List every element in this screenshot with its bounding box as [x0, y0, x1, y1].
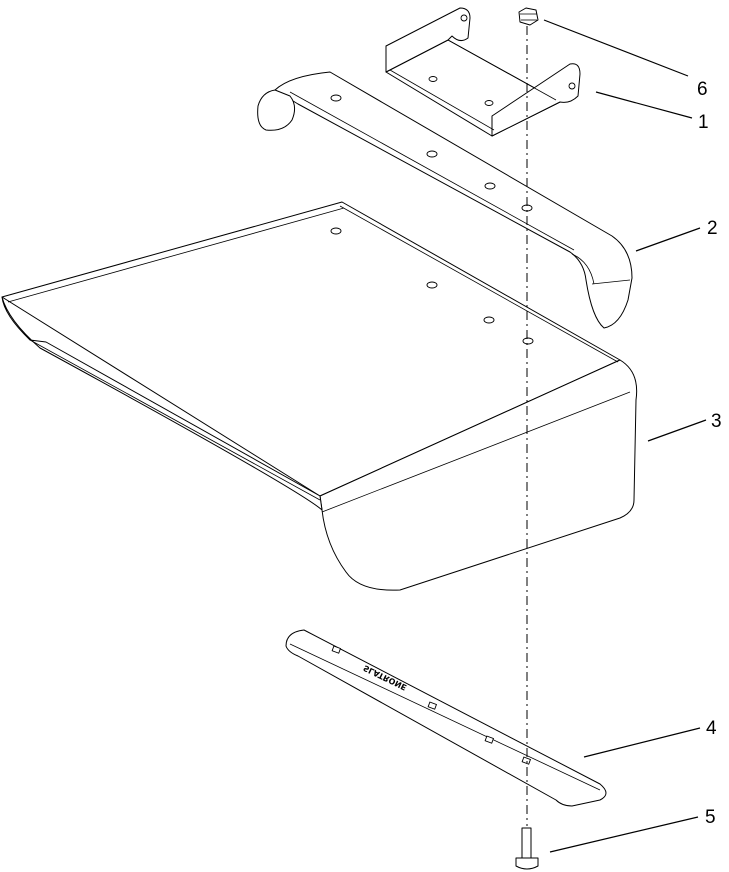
leader-line-3 — [647, 419, 707, 442]
part-2-curved-bracket — [257, 71, 633, 329]
callout-4: 4 — [706, 718, 717, 739]
hole — [484, 182, 496, 190]
hole — [426, 281, 438, 289]
part-5-bolt — [515, 827, 539, 870]
part-3-deflector — [1, 201, 638, 591]
leader-line-6 — [543, 19, 689, 77]
leader-line-1 — [595, 91, 693, 119]
square-hole — [331, 645, 342, 654]
leader-line-5 — [549, 816, 699, 853]
callout-1: 1 — [698, 112, 709, 133]
part-4-flat-plate: SLATRONE — [285, 629, 607, 807]
hole — [428, 76, 438, 82]
hole — [483, 316, 495, 324]
hole — [484, 100, 494, 106]
hole — [330, 227, 342, 235]
square-hole — [484, 735, 495, 744]
hole — [426, 150, 438, 158]
leader-line-4 — [583, 727, 701, 758]
callout-6: 6 — [697, 79, 708, 100]
square-hole — [521, 756, 532, 765]
hole — [522, 337, 534, 345]
part-1-mounting-bracket — [385, 7, 581, 137]
leader-line-2 — [635, 227, 701, 252]
hole — [568, 82, 576, 90]
callout-3: 3 — [711, 411, 722, 432]
callout-5: 5 — [705, 807, 716, 828]
hole — [460, 14, 468, 22]
part-6-nut — [518, 7, 539, 26]
square-hole — [427, 701, 438, 710]
hole — [330, 94, 342, 102]
callout-2: 2 — [707, 218, 718, 239]
